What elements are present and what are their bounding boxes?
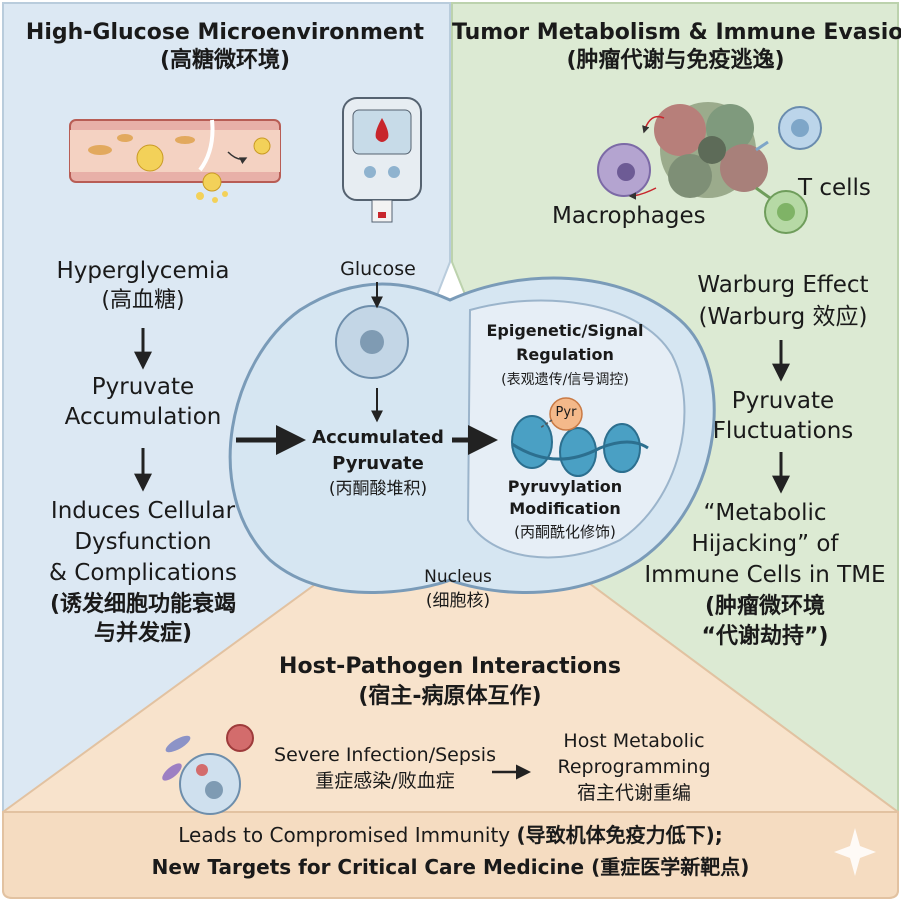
right-title-cn: (肿瘤代谢与免疫逃逸) — [566, 48, 785, 73]
right-title: Tumor Metabolism & Immune Evasion — [452, 20, 901, 45]
nucleosome-illustration — [511, 397, 649, 477]
blood-vessel-illustration — [69, 119, 281, 203]
step-induces-cn-2: 与并发症) — [93, 621, 193, 646]
sparkle-decoration — [834, 828, 876, 876]
epigenetic-1: Epigenetic/Signal — [486, 321, 644, 340]
step-hijacking-3: Immune Cells in TME — [644, 562, 886, 588]
left-title-cn: (高糖微环境) — [159, 48, 291, 73]
footer-line-2-cn: (重症医学新靶点) — [591, 855, 750, 879]
pyruvylation-1: Pyruvylation — [507, 477, 623, 496]
label-macrophages: Macrophages — [552, 203, 706, 229]
nucleus-label: Nucleus — [424, 567, 492, 587]
reprogramming-2: Reprogramming — [557, 756, 711, 778]
footer-line-2-en: New Targets for Critical Care Medicine — [151, 855, 592, 879]
step-fluctuations: Fluctuations — [712, 418, 854, 444]
step-warburg-cn: (Warburg 效应) — [698, 304, 868, 330]
step-hijacking-cn-1: (肿瘤微环境 — [704, 594, 826, 619]
step-induces-cn-1: (诱发细胞功能衰竭 — [49, 592, 237, 617]
step-warburg: Warburg Effect — [697, 272, 869, 298]
reprogramming-cn: 宿主代谢重编 — [576, 782, 691, 804]
pathogen-illustration — [162, 724, 254, 815]
step-pyruvate-right: Pyruvate — [731, 388, 835, 414]
accumulated-cn: (丙酮酸堆积) — [328, 479, 428, 499]
step-induces-1: Induces Cellular — [50, 498, 236, 524]
footer-line-2: New Targets for Critical Care Medicine (… — [0, 855, 901, 879]
step-hijacking-2: Hijacking” of — [691, 531, 839, 557]
epigenetic-cn: (表观遗传/信号调控) — [501, 372, 629, 388]
bottom-title-cn: (宿主-病原体互作) — [358, 684, 542, 709]
footer-band — [2, 811, 899, 899]
footer-line-1-en: Leads to Compromised Immunity — [178, 823, 517, 847]
infection-en: Severe Infection/Sepsis — [274, 744, 496, 766]
glucose-meter-icon — [342, 97, 422, 223]
pyruvylation-cn: (丙酮酰化修饰) — [514, 523, 616, 541]
left-title: High-Glucose Microenvironment — [25, 20, 425, 45]
footer-line-1-cn: (导致机体免疫力低下); — [516, 823, 723, 847]
step-hyperglycemia: Hyperglycemia — [56, 258, 230, 284]
step-induces-3: & Complications — [49, 560, 237, 586]
nucleus-label-cn: (细胞核) — [425, 591, 491, 611]
tumor-cluster-illustration — [654, 102, 768, 198]
step-pyruvate: Pyruvate — [91, 374, 195, 400]
footer-line-1: Leads to Compromised Immunity (导致机体免疫力低下… — [0, 823, 901, 847]
accumulated-2: Pyruvate — [332, 453, 424, 474]
macrophage-illustration — [597, 143, 651, 197]
accumulated-1: Accumulated — [312, 427, 444, 448]
label-t-cells: T cells — [798, 175, 871, 201]
reprogramming-1: Host Metabolic — [563, 730, 705, 752]
t-cell-illustration — [628, 106, 822, 234]
pyr-tag: Pyr — [555, 405, 577, 420]
bottom-title: Host-Pathogen Interactions — [279, 654, 621, 679]
step-induces-2: Dysfunction — [74, 529, 212, 555]
epigenetic-2: Regulation — [516, 345, 614, 364]
step-hijacking-cn-2: “代谢劫持”) — [701, 624, 829, 649]
step-accumulation: Accumulation — [64, 404, 222, 430]
label-glucose: Glucose — [340, 258, 416, 280]
step-hijacking-1: “Metabolic — [703, 500, 827, 526]
infection-cn: 重症感染/败血症 — [315, 770, 455, 792]
step-hyperglycemia-cn: (高血糖) — [101, 288, 185, 313]
pyruvylation-2: Modification — [509, 499, 621, 518]
